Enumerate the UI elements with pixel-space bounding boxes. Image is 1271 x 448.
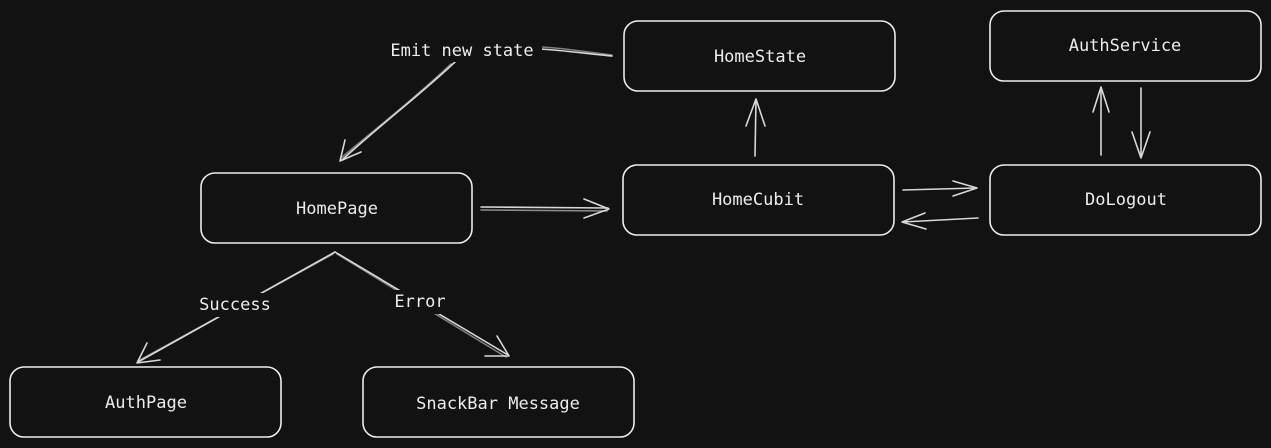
node-homepage-label: HomePage <box>296 199 378 219</box>
node-homepage: HomePage <box>200 172 473 244</box>
node-homecubit-label: HomeCubit <box>712 190 804 210</box>
emit-label-bg <box>380 38 542 62</box>
edge-homepage-to-homecubit-sketch <box>480 209 608 212</box>
node-snackbar-message: SnackBar Message <box>362 366 635 438</box>
edge-emit-to-homepage-sketch <box>340 63 452 159</box>
edge-label-error: Error <box>394 292 445 312</box>
arrowhead-emit-to-homepage <box>339 139 362 162</box>
arrowhead-authservice-to-dologout <box>1131 131 1151 159</box>
arrowhead-homecubit-to-homestate <box>745 98 766 127</box>
edge-dologout-to-homecubit <box>902 217 979 223</box>
edge-homepage-to-homecubit <box>480 206 609 209</box>
node-snackbar-message-label: SnackBar Message <box>416 394 580 414</box>
node-dologout-label: DoLogout <box>1085 190 1167 210</box>
success-label-bg <box>192 293 278 317</box>
node-homecubit: HomeCubit <box>622 164 895 236</box>
node-homestate-label: HomeState <box>714 47 806 67</box>
arrowhead-homepage-to-authpage <box>136 342 161 364</box>
arrowhead-dologout-to-homecubit <box>901 212 927 230</box>
edge-homestate-to-emit-label <box>539 48 613 57</box>
arrowhead-homepage-to-homecubit <box>583 198 610 219</box>
arrowhead-homecubit-to-dologout <box>952 180 978 197</box>
edge-homestate-to-emit-label-sketch <box>541 46 613 56</box>
arrowhead-dologout-to-authservice <box>1092 86 1110 113</box>
edge-homecubit-to-homestate <box>754 99 757 157</box>
node-authservice: AuthService <box>989 10 1262 82</box>
edge-label-emit-new-state: Emit new state <box>390 41 533 61</box>
arrowhead-homepage-to-snackbar <box>484 335 510 357</box>
node-dologout: DoLogout <box>989 164 1262 236</box>
edge-homecubit-to-dologout <box>902 187 977 191</box>
node-homestate: HomeState <box>623 20 896 92</box>
node-authpage-label: AuthPage <box>105 393 187 413</box>
edge-label-success: Success <box>199 295 271 315</box>
error-label-bg <box>390 290 450 314</box>
node-authpage: AuthPage <box>9 366 282 438</box>
node-authservice-label: AuthService <box>1069 36 1182 56</box>
